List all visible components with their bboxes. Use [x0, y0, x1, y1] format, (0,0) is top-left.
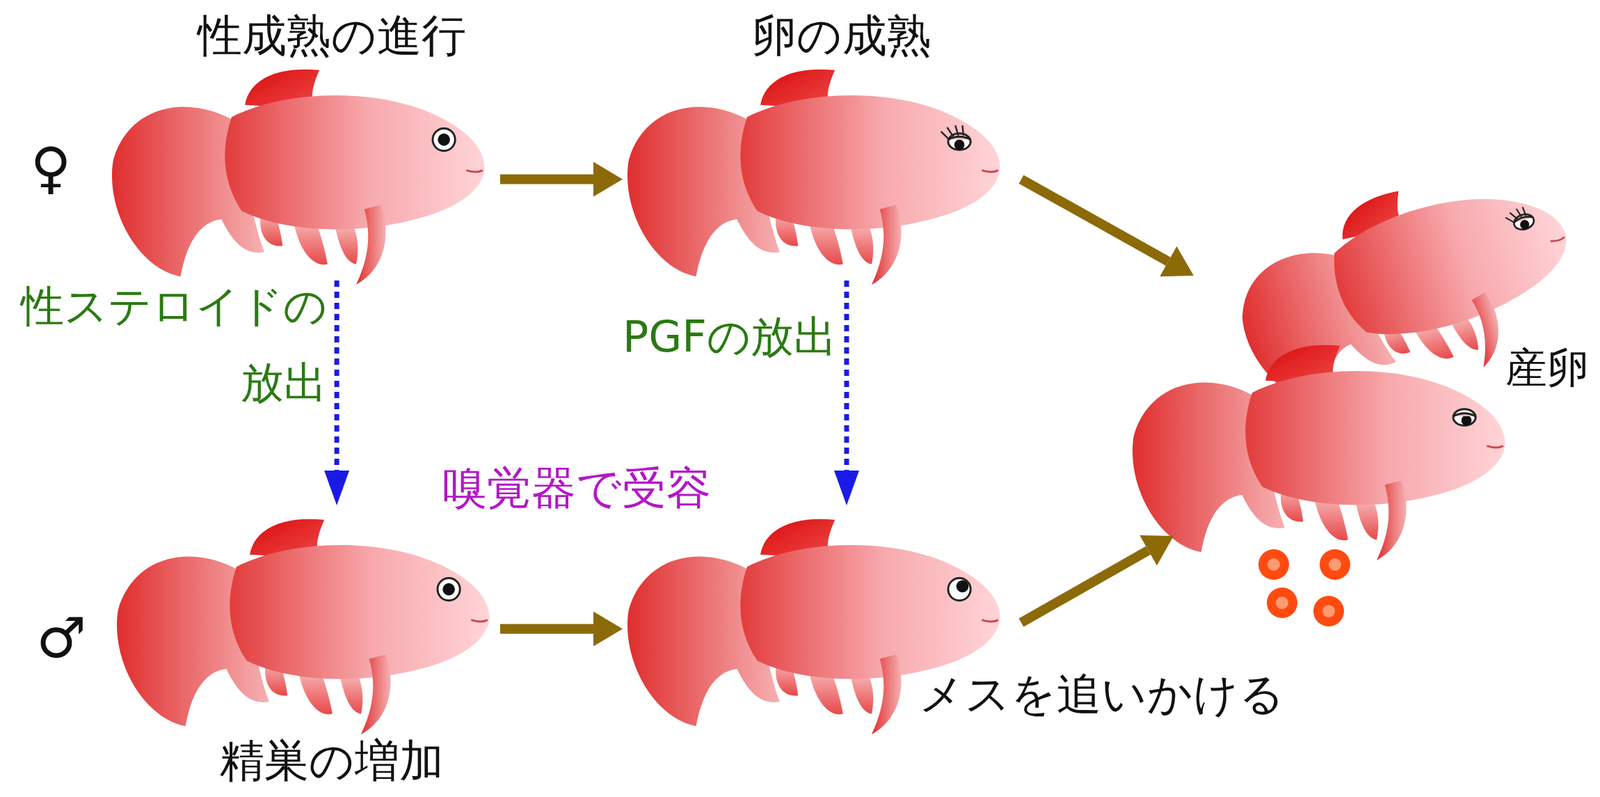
pheromone-arrow — [334, 280, 340, 471]
male-fish — [116, 518, 490, 734]
fish-caption: 精巣の増加 — [219, 733, 444, 788]
pheromone-label: 性ステロイドの 放出 — [0, 267, 327, 421]
spawning-male-fish — [1132, 345, 1506, 560]
mature-female-fish — [627, 69, 1001, 285]
pheromone-arrow — [843, 280, 849, 471]
fish-node: 精巣の増加 — [112, 515, 490, 725]
eggs — [1258, 548, 1351, 627]
female-symbol: ♀ — [30, 134, 72, 202]
fish-node: 性成熟の進行 — [107, 66, 485, 276]
sequence-arrow — [500, 624, 594, 634]
fish-caption: 卵の成熟 — [752, 9, 932, 63]
fish-node: メスを追いかける — [622, 515, 1001, 725]
pheromone-label: PGFの放出 — [622, 310, 837, 363]
fish-caption: メスを追いかける — [918, 667, 1285, 721]
receptor-note: 嗅覚器で受容 — [442, 461, 711, 515]
female-fish — [112, 69, 485, 285]
sequence-arrow — [500, 174, 594, 185]
male-symbol: ♂ — [36, 604, 87, 672]
fish-caption: 産卵 — [1505, 342, 1589, 393]
fish-caption: 性成熟の進行 — [197, 9, 467, 63]
fish-node: 産卵 — [1127, 194, 1521, 541]
sequence-arrow — [1021, 550, 1149, 623]
sequence-arrow — [1021, 179, 1168, 262]
fish-node: 卵の成熟 — [622, 66, 1001, 276]
